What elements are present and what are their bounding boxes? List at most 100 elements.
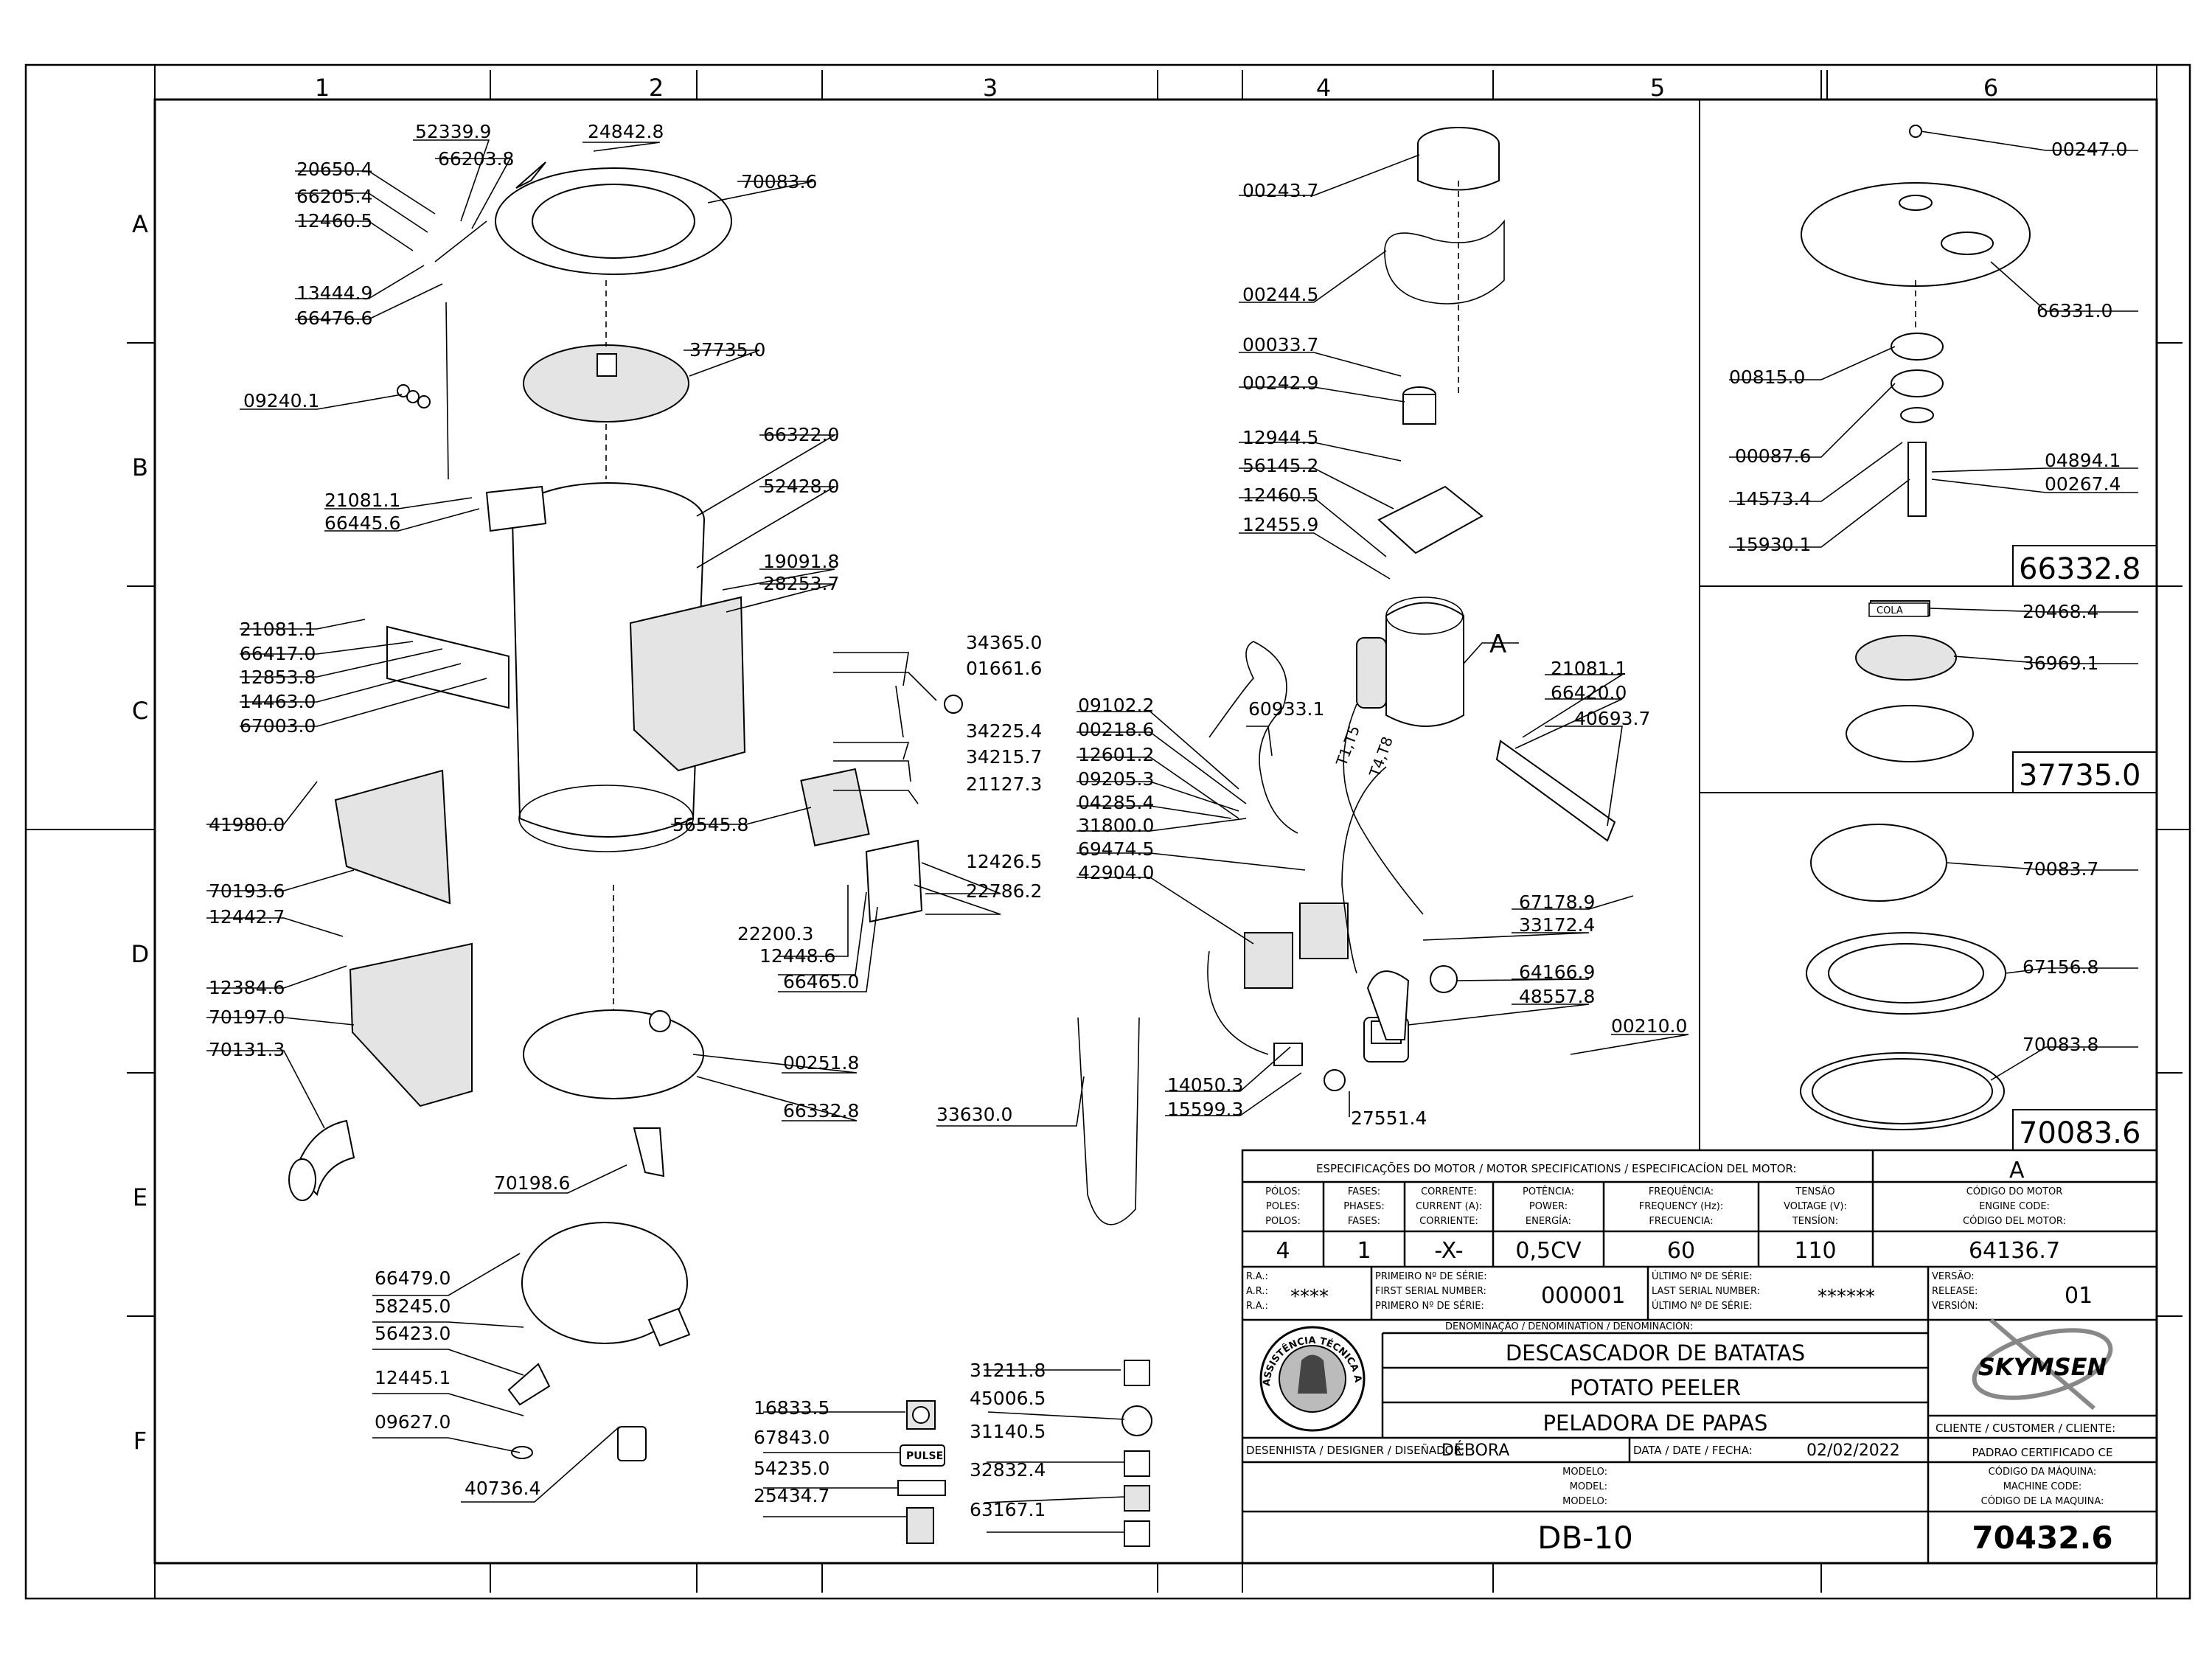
part-label: 00267.4 xyxy=(2045,473,2121,495)
part-label: 40693.7 xyxy=(1574,708,1650,729)
part-label: 66479.0 xyxy=(375,1267,451,1289)
wire-tag: T4,T8 xyxy=(1366,734,1397,780)
part-label: 09102.2 xyxy=(1078,695,1154,716)
part-label: 66445.6 xyxy=(324,512,400,534)
spec-value: 1 xyxy=(1357,1238,1371,1264)
part-label: 21081.1 xyxy=(324,490,400,511)
part-label: 70198.6 xyxy=(494,1172,570,1194)
part-label: 12445.1 xyxy=(375,1367,451,1388)
spec-col-label: CÓDIGO DO MOTOR xyxy=(1966,1186,2063,1197)
row-label: C xyxy=(132,697,148,725)
ra-label: A.R.: xyxy=(1246,1286,1268,1297)
part-label: 12448.6 xyxy=(759,945,835,967)
part-label: 66332.8 xyxy=(783,1100,859,1121)
part-label: 70083.8 xyxy=(2023,1034,2098,1055)
part-label: 67178.9 xyxy=(1519,891,1595,913)
model-label: MODELO: xyxy=(1562,1467,1607,1478)
part-label: 66476.6 xyxy=(296,307,372,329)
part-label: 33172.4 xyxy=(1519,914,1595,936)
part-label: 52339.9 xyxy=(415,121,491,142)
spec-col-label: FREQUÊNCIA: xyxy=(1649,1186,1714,1197)
row-label: E xyxy=(133,1183,147,1211)
spec-value: 60 xyxy=(1667,1238,1695,1264)
part-label: 34215.7 xyxy=(966,746,1042,768)
model-label: MODELO: xyxy=(1562,1496,1607,1507)
motor-spec-header: ESPECIFICAÇÕES DO MOTOR / MOTOR SPECIFIC… xyxy=(1316,1161,1797,1175)
part-label: 52428.0 xyxy=(763,476,839,497)
part-label: 34365.0 xyxy=(966,632,1042,653)
part-label: 33630.0 xyxy=(936,1104,1012,1125)
spec-col-label: POLES: xyxy=(1266,1201,1300,1212)
date-value: 02/02/2022 xyxy=(1806,1441,1900,1460)
spec-col-label: CÓDIGO DEL MOTOR: xyxy=(1963,1215,2066,1227)
detail-ref-label: 37735.0 xyxy=(2019,759,2140,793)
col-label: 4 xyxy=(1316,74,1331,102)
part-label: 67156.8 xyxy=(2023,956,2098,978)
part-label: 70083.6 xyxy=(741,171,817,192)
spec-col-label: CURRENT (A): xyxy=(1416,1201,1482,1212)
wire-tag: T1,T5 xyxy=(1332,723,1363,769)
motor-spec-callout: A xyxy=(2009,1158,2025,1183)
first-serial-label: PRIMERO Nº DE SÉRIE: xyxy=(1375,1300,1484,1312)
part-label: 21081.1 xyxy=(1551,658,1627,679)
part-label: 12426.5 xyxy=(966,851,1042,872)
part-label: 67003.0 xyxy=(240,715,316,737)
pulse-tag: PULSE xyxy=(906,1450,943,1462)
client-value: PADRAO CERTIFICADO CE xyxy=(1972,1446,2112,1459)
part-label: 56545.8 xyxy=(672,814,748,835)
part-label: 13444.9 xyxy=(296,282,372,304)
part-label: 31800.0 xyxy=(1078,815,1154,836)
callout-a: A xyxy=(1489,630,1506,659)
version-label: VERSÃO: xyxy=(1932,1270,1975,1282)
part-label: 22200.3 xyxy=(737,923,813,945)
client-label: CLIENTE / CUSTOMER / CLIENTE: xyxy=(1935,1422,2115,1435)
part-label: 66205.4 xyxy=(296,186,372,207)
part-label: 00244.5 xyxy=(1242,284,1318,305)
spec-col-label: ENERGÍA: xyxy=(1526,1215,1571,1227)
part-label: 00243.7 xyxy=(1242,180,1318,201)
detail-ref-label: 70083.6 xyxy=(2019,1116,2140,1150)
part-label: 09240.1 xyxy=(243,390,319,411)
part-label: 14050.3 xyxy=(1167,1074,1243,1096)
product-name-en: POTATO PEELER xyxy=(1570,1375,1741,1400)
part-label: 00242.9 xyxy=(1242,372,1318,394)
spec-col-label: TENSÍON: xyxy=(1792,1215,1838,1227)
first-serial-label: PRIMEIRO Nº DE SÉRIE: xyxy=(1375,1270,1487,1282)
part-label: 56423.0 xyxy=(375,1323,451,1344)
part-label: 00210.0 xyxy=(1611,1015,1687,1037)
col-label: 6 xyxy=(1983,74,1998,102)
spec-col-label: FASES: xyxy=(1348,1216,1380,1227)
part-graphics xyxy=(288,125,2031,1547)
designer-label: DESENHISTA / DESIGNER / DISEÑADOR: xyxy=(1246,1443,1464,1457)
spec-col-label: FRECUENCIA: xyxy=(1649,1216,1713,1227)
part-label: 63167.1 xyxy=(970,1499,1046,1520)
ra-value: **** xyxy=(1290,1286,1329,1308)
spec-value: 0,5CV xyxy=(1515,1238,1582,1264)
part-label: 58245.0 xyxy=(375,1295,451,1317)
part-label: 42904.0 xyxy=(1078,862,1154,883)
part-label: 54235.0 xyxy=(754,1458,830,1479)
row-label: A xyxy=(132,210,148,238)
machine-code-label: CÓDIGO DE LA MAQUINA: xyxy=(1981,1495,2104,1507)
part-label: 21127.3 xyxy=(966,773,1042,795)
part-label: 12442.7 xyxy=(209,906,285,928)
denomination-label: DENOMINAÇÃO / DENOMINATION / DENOMINACIÓ… xyxy=(1445,1321,1693,1332)
version-label: RELEASE: xyxy=(1932,1286,1978,1297)
part-label: 00033.7 xyxy=(1242,334,1318,355)
part-label: 66322.0 xyxy=(763,424,839,445)
ra-label: R.A.: xyxy=(1246,1301,1268,1312)
last-serial-label: LAST SERIAL NUMBER: xyxy=(1652,1286,1760,1297)
part-label: 67843.0 xyxy=(754,1427,830,1448)
first-serial-label: FIRST SERIAL NUMBER: xyxy=(1375,1286,1486,1297)
spec-col-label: POLOS: xyxy=(1265,1216,1301,1227)
part-label: 01661.6 xyxy=(966,658,1042,679)
part-label: 66331.0 xyxy=(2037,300,2112,321)
part-label: 69474.5 xyxy=(1078,838,1154,860)
part-label: 04894.1 xyxy=(2045,450,2121,471)
part-label: 56145.2 xyxy=(1242,455,1318,476)
part-label: 28253.7 xyxy=(763,573,839,594)
part-label: 25434.7 xyxy=(754,1485,830,1506)
leader-lines xyxy=(206,131,2138,1533)
last-serial-value: ****** xyxy=(1818,1286,1875,1308)
part-label: 66420.0 xyxy=(1551,682,1627,703)
